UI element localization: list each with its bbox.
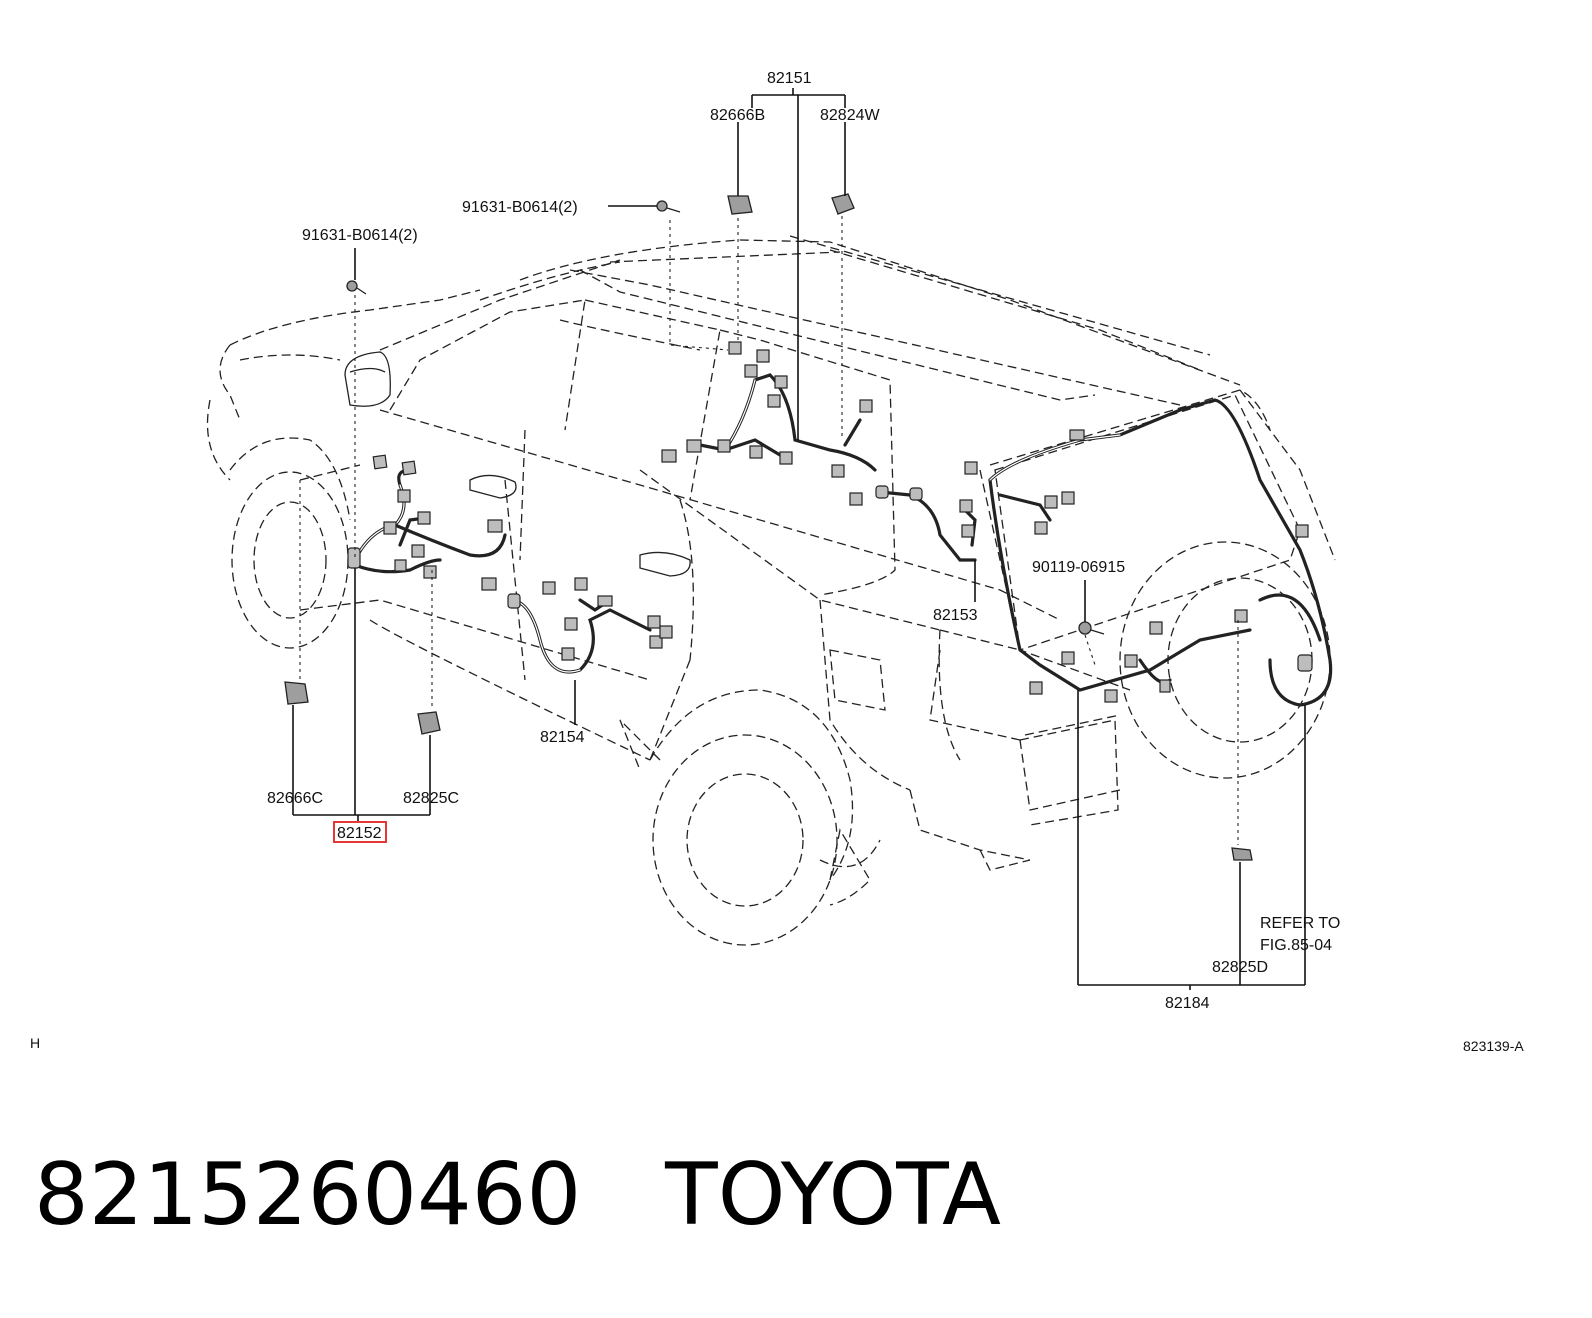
clip-82666B-icon: [727, 195, 753, 215]
leader-lines: [292, 88, 1306, 990]
label-91631-top: 91631-B0614(2): [462, 199, 578, 216]
connectors: [347, 341, 1313, 703]
brand-name: TOYOTA: [665, 1145, 1001, 1245]
harness-82152: [353, 468, 507, 574]
label-82666B: 82666B: [710, 107, 765, 124]
highlight-box-82152: [333, 821, 387, 843]
refer-to-line2: FIG.85-04: [1260, 937, 1332, 954]
part-caption: 8215260460 TOYOTA: [34, 1140, 1001, 1250]
refer-to-line1: REFER TO: [1260, 915, 1340, 932]
label-82151: 82151: [767, 70, 812, 87]
label-82153: 82153: [933, 607, 978, 624]
label-82666C: 82666C: [267, 790, 323, 807]
bolt-90119-icon: [1078, 621, 1105, 635]
clip-82825C-icon: [417, 711, 441, 735]
label-82152: 82152: [337, 825, 382, 842]
corner-code-right: 823139-A: [1463, 1038, 1524, 1054]
bolt-91631-left-icon: [346, 280, 367, 295]
clip-82666C-icon: [284, 681, 309, 705]
label-82825C: 82825C: [403, 790, 459, 807]
part-labels: 82151 82666B 82824W 91631-B0614(2) 91631…: [30, 70, 1524, 1054]
harness-82154: [508, 598, 652, 674]
label-82184: 82184: [1165, 995, 1210, 1012]
label-91631-left: 91631-B0614(2): [302, 227, 418, 244]
clip-82824W-icon: [831, 193, 855, 215]
harness-82184: [988, 398, 1333, 707]
clips-and-bolts: [284, 193, 1253, 861]
bolt-91631-top-icon: [656, 200, 681, 213]
label-82824W: 82824W: [820, 107, 880, 124]
corner-code-left: H: [30, 1035, 40, 1051]
label-90119: 90119-06915: [1032, 559, 1125, 576]
guide-lines: [299, 216, 1239, 845]
label-82154: 82154: [540, 729, 585, 746]
wiring-harness-diagram: 82151 82666B 82824W 91631-B0614(2) 91631…: [30, 70, 1524, 1054]
part-number: 8215260460: [34, 1145, 582, 1245]
label-82825D: 82825D: [1212, 959, 1268, 976]
clip-82825D-icon: [1231, 847, 1253, 861]
